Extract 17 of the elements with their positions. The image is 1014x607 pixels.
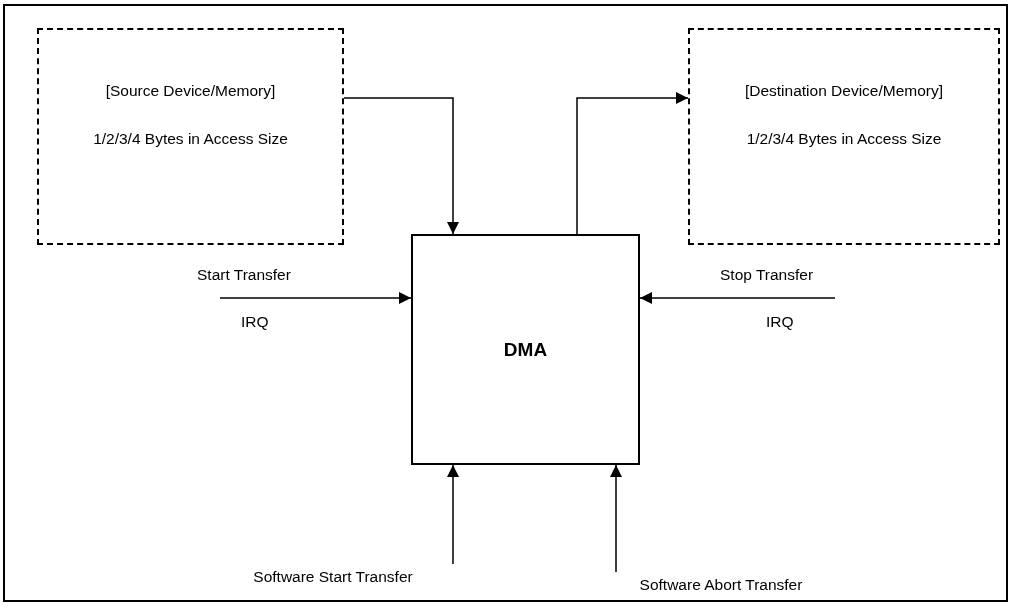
arrow: [343, 97, 459, 235]
arrow: [219, 292, 412, 304]
block-title: DMA: [503, 338, 548, 361]
access-size-note: 1/2/3/4 Bytes in Access Size: [746, 130, 942, 148]
arrow: [576, 92, 689, 235]
arrow: [447, 464, 459, 565]
memory-block: [688, 28, 1000, 245]
dma-block: [411, 234, 640, 465]
arrow: [639, 292, 836, 304]
device-name: [Source Device/Memory]: [105, 82, 276, 100]
arrow: [610, 464, 622, 573]
signal-name: Software Start Transfer: [253, 568, 413, 586]
edge-label: Stop Transfer: [720, 266, 814, 284]
device-name: [Destination Device/Memory]: [744, 82, 944, 100]
access-size-note: 1/2/3/4 Bytes in Access Size: [93, 130, 288, 148]
signal-name: Software Abort Transfer: [639, 576, 803, 594]
memory-block: [37, 28, 344, 245]
